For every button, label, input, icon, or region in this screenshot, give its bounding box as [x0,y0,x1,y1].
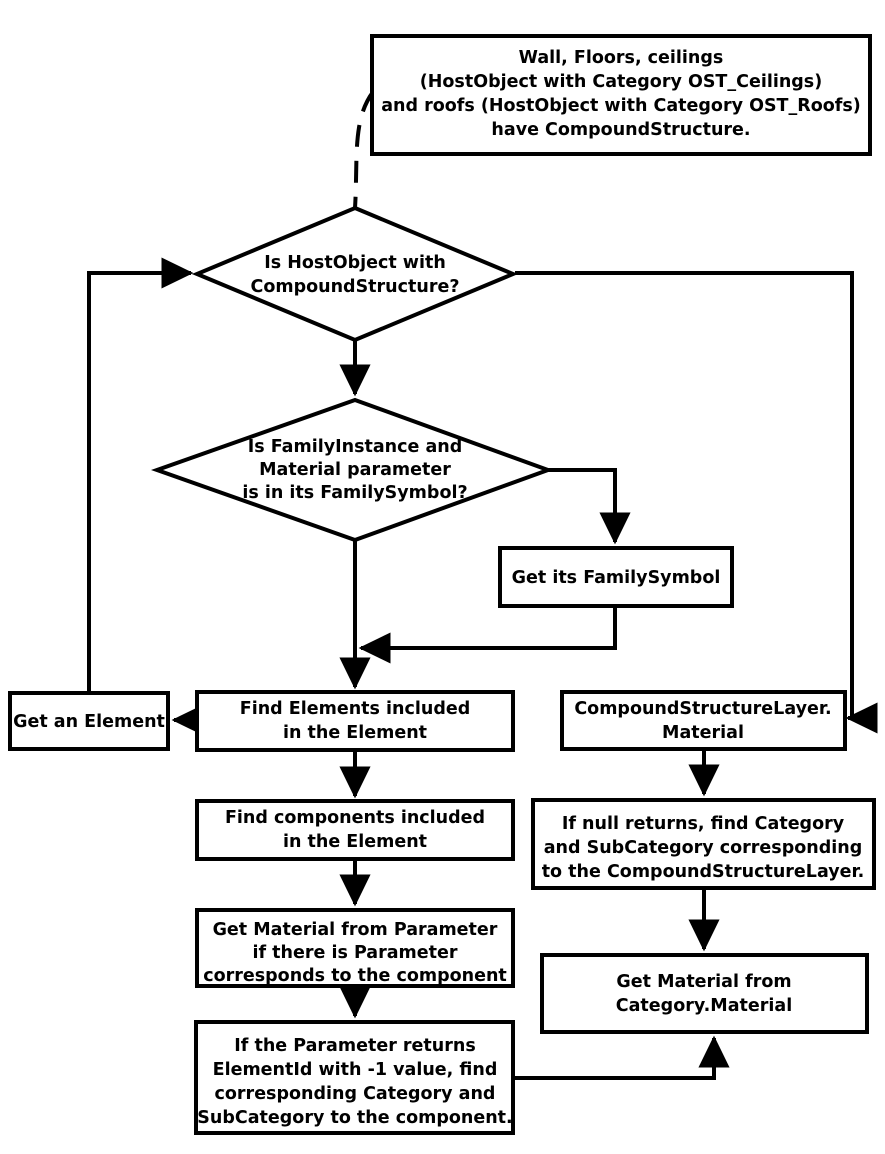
node-if-null-returns[interactable]: If null returns, find Category and SubCa… [531,798,876,890]
edge-decision2-yes-right [548,468,631,545]
find-components-line-2: in the Element [283,832,427,852]
if-parameter-returns-shape [194,1020,515,1135]
decision-familyinstance-line-2: Material parameter [259,460,451,480]
node-get-an-element[interactable]: Get an Element [8,691,170,751]
note-hostobject-line-2: (HostObject with Category OST_Ceilings) [420,72,822,92]
note-hostobject-line-1: Wall, Floors, ceilings [519,48,724,68]
if-parameter-returns-line-3: corresponding Category and [215,1084,496,1104]
get-material-parameter-line-1: Get Material from Parameter [213,920,498,940]
node-find-elements[interactable]: Find Elements included in the Element [195,690,515,752]
node-if-parameter-returns[interactable]: If the Parameter returns ElementId with … [194,1020,515,1135]
compoundstructurelayer-material-line-1: CompoundStructureLayer. [574,699,831,719]
node-layer: Wall, Floors, ceilings (HostObject with … [8,34,876,1135]
decision-hostobject-shape [191,205,519,343]
find-components-shape [195,799,515,861]
get-material-category-shape [540,953,869,1034]
decision-familyinstance-line-1: Is FamilyInstance and [248,437,463,457]
if-null-returns-line-2: and SubCategory corresponding [544,838,863,858]
get-material-category-line-1: Get Material from [616,972,791,992]
edge-note-to-decision1 [353,90,375,209]
node-decision-hostobject[interactable]: Is HostObject with CompoundStructure? [191,205,519,343]
get-material-parameter-line-2: if there is Parameter [252,943,457,963]
find-elements-shape [195,690,515,752]
node-compoundstructurelayer-material[interactable]: CompoundStructureLayer. Material [560,690,847,751]
get-material-category-line-2: Category.Material [616,996,792,1016]
get-material-parameter-line-3: corresponds to the component [203,966,507,986]
get-material-parameter-shape [195,908,515,988]
get-familysymbol-shape [498,546,734,608]
compoundstructurelayer-material-shape [560,690,847,751]
node-get-material-category[interactable]: Get Material from Category.Material [540,953,869,1034]
find-elements-line-2: in the Element [283,723,427,743]
edge-decision1-yes-right [515,271,878,734]
node-get-material-parameter[interactable]: Get Material from Parameter if there is … [195,908,515,988]
node-find-components[interactable]: Find components included in the Element [195,799,515,861]
compoundstructurelayer-material-line-2: Material [662,723,744,743]
if-null-returns-line-3: to the CompoundStructureLayer. [542,862,865,882]
node-get-familysymbol[interactable]: Get its FamilySymbol [498,546,734,608]
get-an-element-shape [8,691,170,751]
get-familysymbol-line-1: Get its FamilySymbol [512,568,721,588]
find-components-line-1: Find components included [225,808,485,828]
edge-ifparameter-to-getmaterialcategory [513,1035,730,1080]
decision-hostobject-line-2: CompoundStructure? [250,277,459,297]
note-hostobject-shape [370,34,872,156]
node-note-hostobject[interactable]: Wall, Floors, ceilings (HostObject with … [370,34,872,156]
node-decision-familyinstance[interactable]: Is FamilyInstance and Material parameter… [150,397,554,543]
find-elements-line-1: Find Elements included [240,699,471,719]
decision-hostobject-line-1: Is HostObject with [264,253,446,273]
get-an-element-line-1: Get an Element [13,712,165,732]
decision-familyinstance-shape [150,397,554,543]
if-null-returns-line-1: If null returns, find Category [562,814,845,834]
if-parameter-returns-line-1: If the Parameter returns [234,1036,476,1056]
if-parameter-returns-line-2: ElementId with -1 value, find [213,1060,498,1080]
if-parameter-returns-line-4: SubCategory to the component. [197,1108,512,1128]
note-hostobject-line-4: have CompoundStructure. [491,120,750,140]
edge-familysymbol-merge [358,605,617,664]
note-hostobject-line-3: and roofs (HostObject with Category OST_… [381,96,861,116]
edge-layer [87,90,878,1080]
decision-familyinstance-line-3: is in its FamilySymbol? [242,483,467,503]
if-null-returns-shape [531,798,876,890]
edge-loop-back-to-decision1 [87,257,194,693]
